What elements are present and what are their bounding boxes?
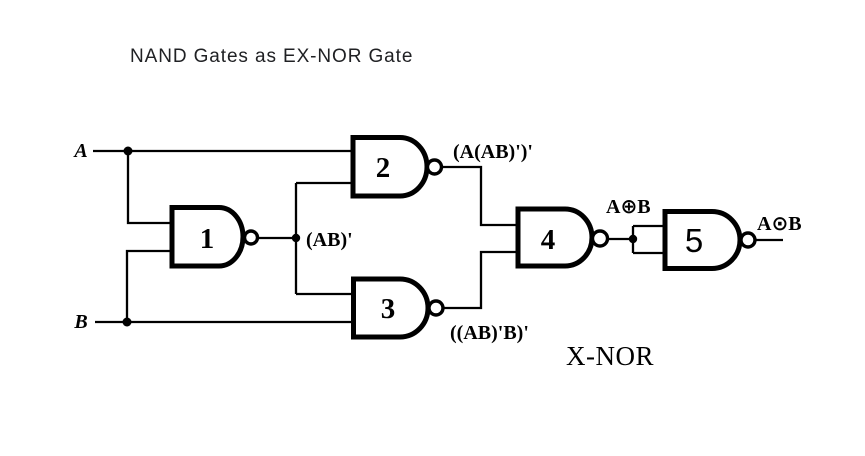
wire-gate2-output <box>441 165 518 227</box>
junction-dot-input-a <box>123 146 133 156</box>
nand-gate-5: 5 <box>662 209 757 271</box>
gate-3-body <box>351 276 431 340</box>
gate-4-body <box>515 206 595 269</box>
gate-1-body <box>169 205 246 269</box>
page-title: NAND Gates as EX-NOR Gate <box>130 46 414 67</box>
junction-dot-ab-prime <box>291 233 301 243</box>
gate-4-inverter-bubble <box>590 229 610 248</box>
nand-gate-4: 4 <box>515 206 610 269</box>
gate-5-body <box>662 209 743 271</box>
signal-label-xnor: A⊙B <box>757 213 802 235</box>
gate-2-body <box>350 135 430 199</box>
gate-5-inverter-bubble <box>739 231 757 249</box>
gate-2-inverter-bubble <box>425 158 444 176</box>
input-b-label: B <box>73 311 87 333</box>
gate-5-number: 5 <box>685 222 703 259</box>
signal-label-gate3-output: ((AB)'B)' <box>450 322 529 344</box>
nand-gate-3: 3 <box>351 276 445 340</box>
diagram-caption: X-NOR <box>566 341 654 371</box>
gate-3-number: 3 <box>381 293 396 325</box>
wire-input-a <box>93 149 353 225</box>
signal-label-ab-prime: (AB)' <box>306 229 353 251</box>
gate-1-inverter-bubble <box>242 229 260 246</box>
wire-input-b <box>95 249 353 324</box>
gate-4-number: 4 <box>541 224 556 256</box>
junction-dot-input-b <box>122 317 132 327</box>
signal-label-xor: A⊕B <box>606 196 651 218</box>
junction-dot-xor <box>628 234 638 244</box>
nand-gate-1: 1 <box>169 205 260 269</box>
signal-label-gate2-output: (A(AB)')' <box>453 141 533 163</box>
gate-1-number: 1 <box>200 223 215 255</box>
input-a-label: A <box>72 140 87 162</box>
gate-3-inverter-bubble <box>427 299 445 317</box>
nand-gate-2: 2 <box>350 135 444 199</box>
gate-2-number: 2 <box>376 152 391 184</box>
wire-gate3-output <box>442 250 518 310</box>
